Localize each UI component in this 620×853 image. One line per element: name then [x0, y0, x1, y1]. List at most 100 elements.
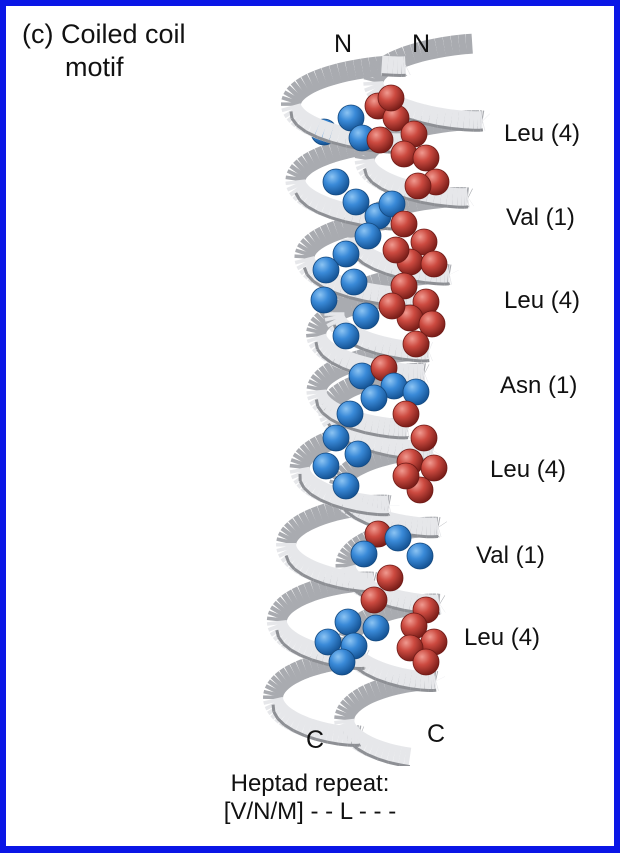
helix-ribbon-segment — [393, 676, 399, 678]
helix-ribbon-segment — [308, 161, 313, 164]
helix-ribbon-segment — [319, 573, 325, 575]
residue-sphere-blue — [323, 425, 349, 451]
helix-ribbon-segment — [374, 260, 380, 263]
helix-ribbon-segment — [279, 628, 281, 631]
helix-ribbon-segment — [411, 526, 417, 527]
helix-ribbon-segment — [317, 383, 319, 387]
helix-ribbon-segment — [287, 601, 291, 604]
helix-ribbon-segment — [301, 86, 306, 89]
helix-ribbon-segment — [394, 755, 400, 756]
helix-ribbon-segment — [333, 734, 338, 735]
helix-ribbon-segment — [389, 753, 395, 754]
helix-ribbon-segment — [430, 116, 437, 118]
helix-ribbon-segment — [348, 386, 354, 389]
helix-ribbon-segment — [353, 227, 355, 231]
helix-ribbon-segment — [292, 95, 294, 99]
residue-label: Val (1) — [506, 204, 575, 232]
helix-ribbon-segment — [378, 426, 384, 427]
helix-ribbon-segment — [317, 394, 318, 398]
helix-ribbon-segment — [405, 757, 410, 758]
helix-ribbon-segment — [307, 266, 310, 270]
helix-ribbon-segment — [325, 373, 329, 376]
helix-ribbon-segment — [415, 112, 422, 114]
helix-ribbon-segment — [305, 666, 311, 668]
helix-ribbon-segment — [308, 569, 314, 572]
helix-ribbon-segment — [385, 686, 391, 688]
helix-ribbon-segment — [338, 579, 344, 580]
helix-ribbon-segment — [332, 151, 339, 153]
residue-label: Leu (4) — [464, 624, 540, 652]
helix-ribbon-segment — [294, 92, 297, 95]
helix-ribbon-segment — [320, 344, 323, 347]
helix-ribbon-segment — [364, 341, 370, 343]
helix-ribbon-segment — [305, 252, 306, 256]
helix-ribbon-segment — [376, 71, 379, 74]
helix-ribbon-segment — [393, 185, 400, 187]
helix-ribbon-edge — [464, 130, 474, 131]
helix-ribbon-edge — [408, 437, 409, 438]
helix-ribbon-edge — [452, 129, 465, 130]
helix-ribbon-edge — [382, 75, 393, 76]
helix-ribbon-segment — [346, 557, 348, 560]
helix-ribbon-segment — [303, 520, 308, 523]
helix-ribbon-segment — [371, 294, 378, 295]
helix-ribbon-segment — [365, 153, 367, 157]
helix-ribbon-segment — [291, 106, 292, 110]
helix-ribbon-segment — [316, 387, 317, 391]
helix-ribbon-segment — [367, 167, 369, 170]
helix-ribbon-edge — [426, 283, 437, 284]
helix-ribbon-segment — [294, 671, 299, 674]
residue-sphere-blue — [361, 385, 387, 411]
helix-ribbon-segment — [437, 117, 444, 118]
heptad-repeat-caption: Heptad repeat: [V/N/M] - - L - - - — [6, 770, 614, 826]
helix-ribbon-segment — [291, 99, 292, 103]
helix-ribbon-segment — [326, 350, 331, 353]
helix-ribbon-segment — [303, 194, 307, 197]
helix-ribbon-segment — [286, 547, 287, 551]
helix-ribbon-segment — [368, 692, 374, 694]
helix-ribbon-segment — [283, 635, 287, 638]
helix-ribbon-segment — [299, 724, 305, 726]
helix-ribbon-segment — [289, 673, 294, 676]
helix-ribbon-segment — [285, 676, 289, 679]
helix-ribbon-segment — [387, 183, 393, 186]
helix-ribbon-edge — [349, 590, 359, 591]
helix-ribbon-segment — [399, 678, 405, 679]
helix-ribbon-segment — [369, 170, 372, 173]
helix-ribbon-segment — [314, 571, 320, 573]
helix-ribbon-segment — [321, 513, 328, 515]
helix-ribbon-segment — [339, 135, 347, 137]
residue-sphere-blue — [345, 441, 371, 467]
helix-ribbon-segment — [312, 651, 318, 653]
residue-sphere-blue — [337, 401, 363, 427]
helix-ribbon-segment — [375, 444, 382, 446]
helix-ribbon-segment — [302, 476, 304, 479]
helix-ribbon-segment — [296, 595, 301, 598]
helix-ribbon-segment — [297, 116, 301, 119]
helix-ribbon-segment — [329, 370, 334, 373]
helix-ribbon-segment — [318, 128, 325, 131]
helix-ribbon-segment — [295, 560, 299, 563]
helix-ribbon-segment — [367, 745, 372, 747]
helix-ribbon-edge — [328, 742, 339, 744]
helix-ribbon-edge — [402, 359, 413, 360]
helix-ribbon-segment — [375, 89, 377, 93]
helix-ribbon-segment — [396, 349, 402, 350]
helix-ribbon-segment — [283, 604, 287, 607]
helix-ribbon-segment — [331, 209, 338, 211]
helix-ribbon-edge — [377, 759, 388, 763]
residue-sphere-red — [393, 463, 419, 489]
helix-ribbon-segment — [300, 469, 301, 473]
helix-ribbon-segment — [447, 197, 453, 198]
helix-ribbon-segment — [298, 170, 301, 173]
figure-panel: (c) Coiled coil motif — [6, 6, 614, 846]
c-terminus-left: C — [306, 726, 324, 755]
helix-ribbon-segment — [312, 80, 318, 83]
helix-ribbon-segment — [318, 204, 324, 207]
helix-ribbon-segment — [351, 703, 354, 706]
helix-ribbon-segment — [297, 188, 299, 191]
residue-sphere-red — [379, 293, 405, 319]
helix-ribbon-segment — [389, 447, 396, 448]
helix-ribbon-edge — [277, 630, 279, 637]
residue-label: Val (1) — [476, 542, 545, 570]
